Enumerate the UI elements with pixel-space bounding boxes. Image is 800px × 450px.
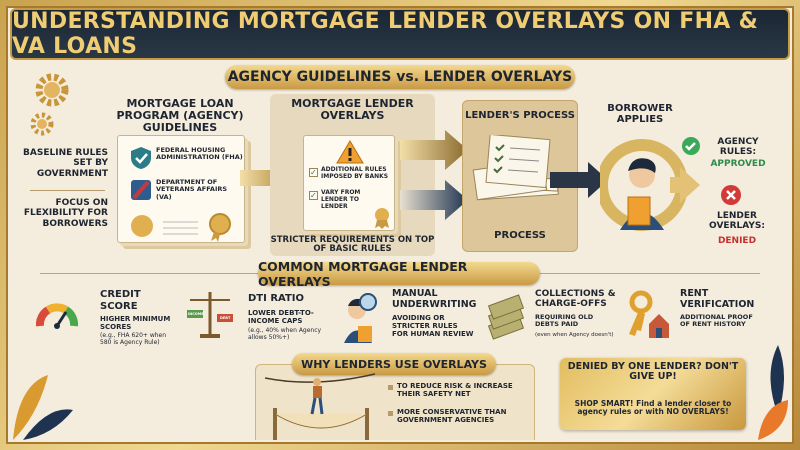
- note-flexibility: FOCUS ON FLEXIBILITY FOR BORROWERS: [23, 198, 108, 229]
- note-baseline: BASELINE RULES SET BY GOVERNMENT: [23, 148, 108, 179]
- process-footer: PROCESS: [494, 230, 546, 241]
- agency-rules-label: AGENCY RULES:: [717, 137, 759, 157]
- overlay-title-credit: CREDIT SCORE: [100, 289, 141, 312]
- lender-overlays-label: LENDER OVERLAYS:: [709, 211, 765, 231]
- scale-icon: [187, 292, 233, 338]
- safety-net-icon: [265, 373, 376, 440]
- fha-label: FEDERAL HOUSING ADMINISTRATION (FHA): [156, 146, 243, 162]
- callout-body: SHOP SMART! Find a lender closer to agen…: [574, 399, 732, 417]
- overlay-desc-collections: REQUIRING OLD DEBTS PAID: [535, 313, 594, 329]
- check-icon: ✓: [309, 191, 318, 200]
- approved-status: APPROVED: [710, 159, 766, 169]
- overlay-desc-manual: AVOIDING OR STRICTER RULES FOR HUMAN REV…: [392, 314, 474, 339]
- warning-icon: [336, 140, 364, 164]
- shield-check-icon: [131, 147, 151, 169]
- why-overlays-panel: [255, 364, 535, 440]
- overlay-desc-dti: LOWER DEBT-TO-INCOME CAPS: [248, 309, 314, 326]
- arrow-process-to-borrower: [550, 162, 608, 198]
- agency-document: FEDERAL HOUSING ADMINISTRATION (FHA) DEP…: [117, 135, 245, 243]
- paper-stack-icon: [472, 135, 559, 201]
- overlays-heading: MORTGAGE LENDER OVERLAYS: [291, 97, 414, 123]
- agency-heading: MORTGAGE LOAN PROGRAM (AGENCY) GUIDELINE…: [116, 97, 244, 135]
- why-bullet: MORE CONSERVATIVE THAN GOVERNMENT AGENCI…: [397, 408, 507, 425]
- bullet-icon: [388, 411, 393, 416]
- arrows-to-process: [400, 130, 468, 220]
- divider: [30, 190, 105, 191]
- borrower-heading: BORROWER APPLIES: [607, 103, 673, 125]
- overlay-item: ADDITIONAL RULES IMPOSED BY BANKS: [321, 166, 389, 180]
- x-circle-icon: [721, 185, 741, 205]
- gauge-icon: [36, 303, 79, 329]
- overlay-desc-rent: ADDITIONAL PROOF OF RENT HISTORY: [680, 313, 753, 329]
- seal-icon: [375, 208, 389, 229]
- overlay-item: VARY FROM LENDER TO LENDER: [321, 189, 361, 210]
- veterans-affairs-icon: [131, 180, 151, 200]
- leaf-decoration-icon: [13, 375, 73, 440]
- overlay-note-credit: (e.g., FHA 620+ when 580 is Agency Rule): [100, 332, 167, 346]
- cash-stack-icon: [487, 294, 525, 340]
- overlays-document: ✓ ADDITIONAL RULES IMPOSED BY BANKS ✓ VA…: [303, 135, 395, 231]
- callout-box: [560, 358, 746, 430]
- section-heading-why-overlays: WHY LENDERS USE OVERLAYS: [292, 353, 496, 375]
- page-title: UNDERSTANDING MORTGAGE LENDER OVERLAYS O…: [10, 8, 790, 60]
- process-heading: LENDER'S PROCESS: [465, 110, 575, 121]
- check-circle-icon: [682, 137, 700, 155]
- scale-debt-label: DEBT: [220, 316, 231, 320]
- scale-income-label: INCOME: [188, 312, 204, 316]
- overlay-note-dti: (e.g., 40% when Agency allows 50%+): [248, 327, 322, 341]
- bullet-icon: [388, 385, 393, 390]
- gears-icon: [30, 73, 69, 136]
- va-label: DEPARTMENT OF VETERANS AFFAIRS (VA): [156, 178, 228, 201]
- section-heading-common-overlays: COMMON MORTGAGE LENDER OVERLAYS: [258, 259, 540, 289]
- key-house-icon: [629, 290, 669, 338]
- borrower-icon: [600, 139, 700, 231]
- magnifier-person-icon: [344, 293, 377, 343]
- overlay-title-collections: COLLECTIONS & CHARGE-OFFS: [535, 289, 616, 310]
- overlay-title-rent: RENT VERIFICATION: [680, 288, 755, 310]
- overlay-desc-credit: HIGHER MINIMUM SCORES: [100, 315, 171, 332]
- check-icon: ✓: [309, 168, 318, 177]
- why-bullet: TO REDUCE RISK & INCREASE THEIR SAFETY N…: [397, 382, 513, 399]
- overlay-title-manual: MANUAL UNDERWRITING: [392, 288, 477, 310]
- overlay-title-dti: DTI RATIO: [248, 293, 305, 304]
- overlay-note-collections: (even when Agency doesn't): [535, 332, 614, 338]
- overlays-footer: STRICTER REQUIREMENTS ON TOP OF BASIC RU…: [270, 235, 435, 255]
- section-heading-agency-vs-overlays: AGENCY GUIDELINES vs. LENDER OVERLAYS: [225, 65, 575, 89]
- denied-status: DENIED: [717, 236, 757, 246]
- leaf-decoration-icon: [758, 345, 788, 440]
- seal-icon: [131, 213, 231, 242]
- callout-heading: DENIED BY ONE LENDER? DON'T GIVE UP!: [567, 361, 739, 383]
